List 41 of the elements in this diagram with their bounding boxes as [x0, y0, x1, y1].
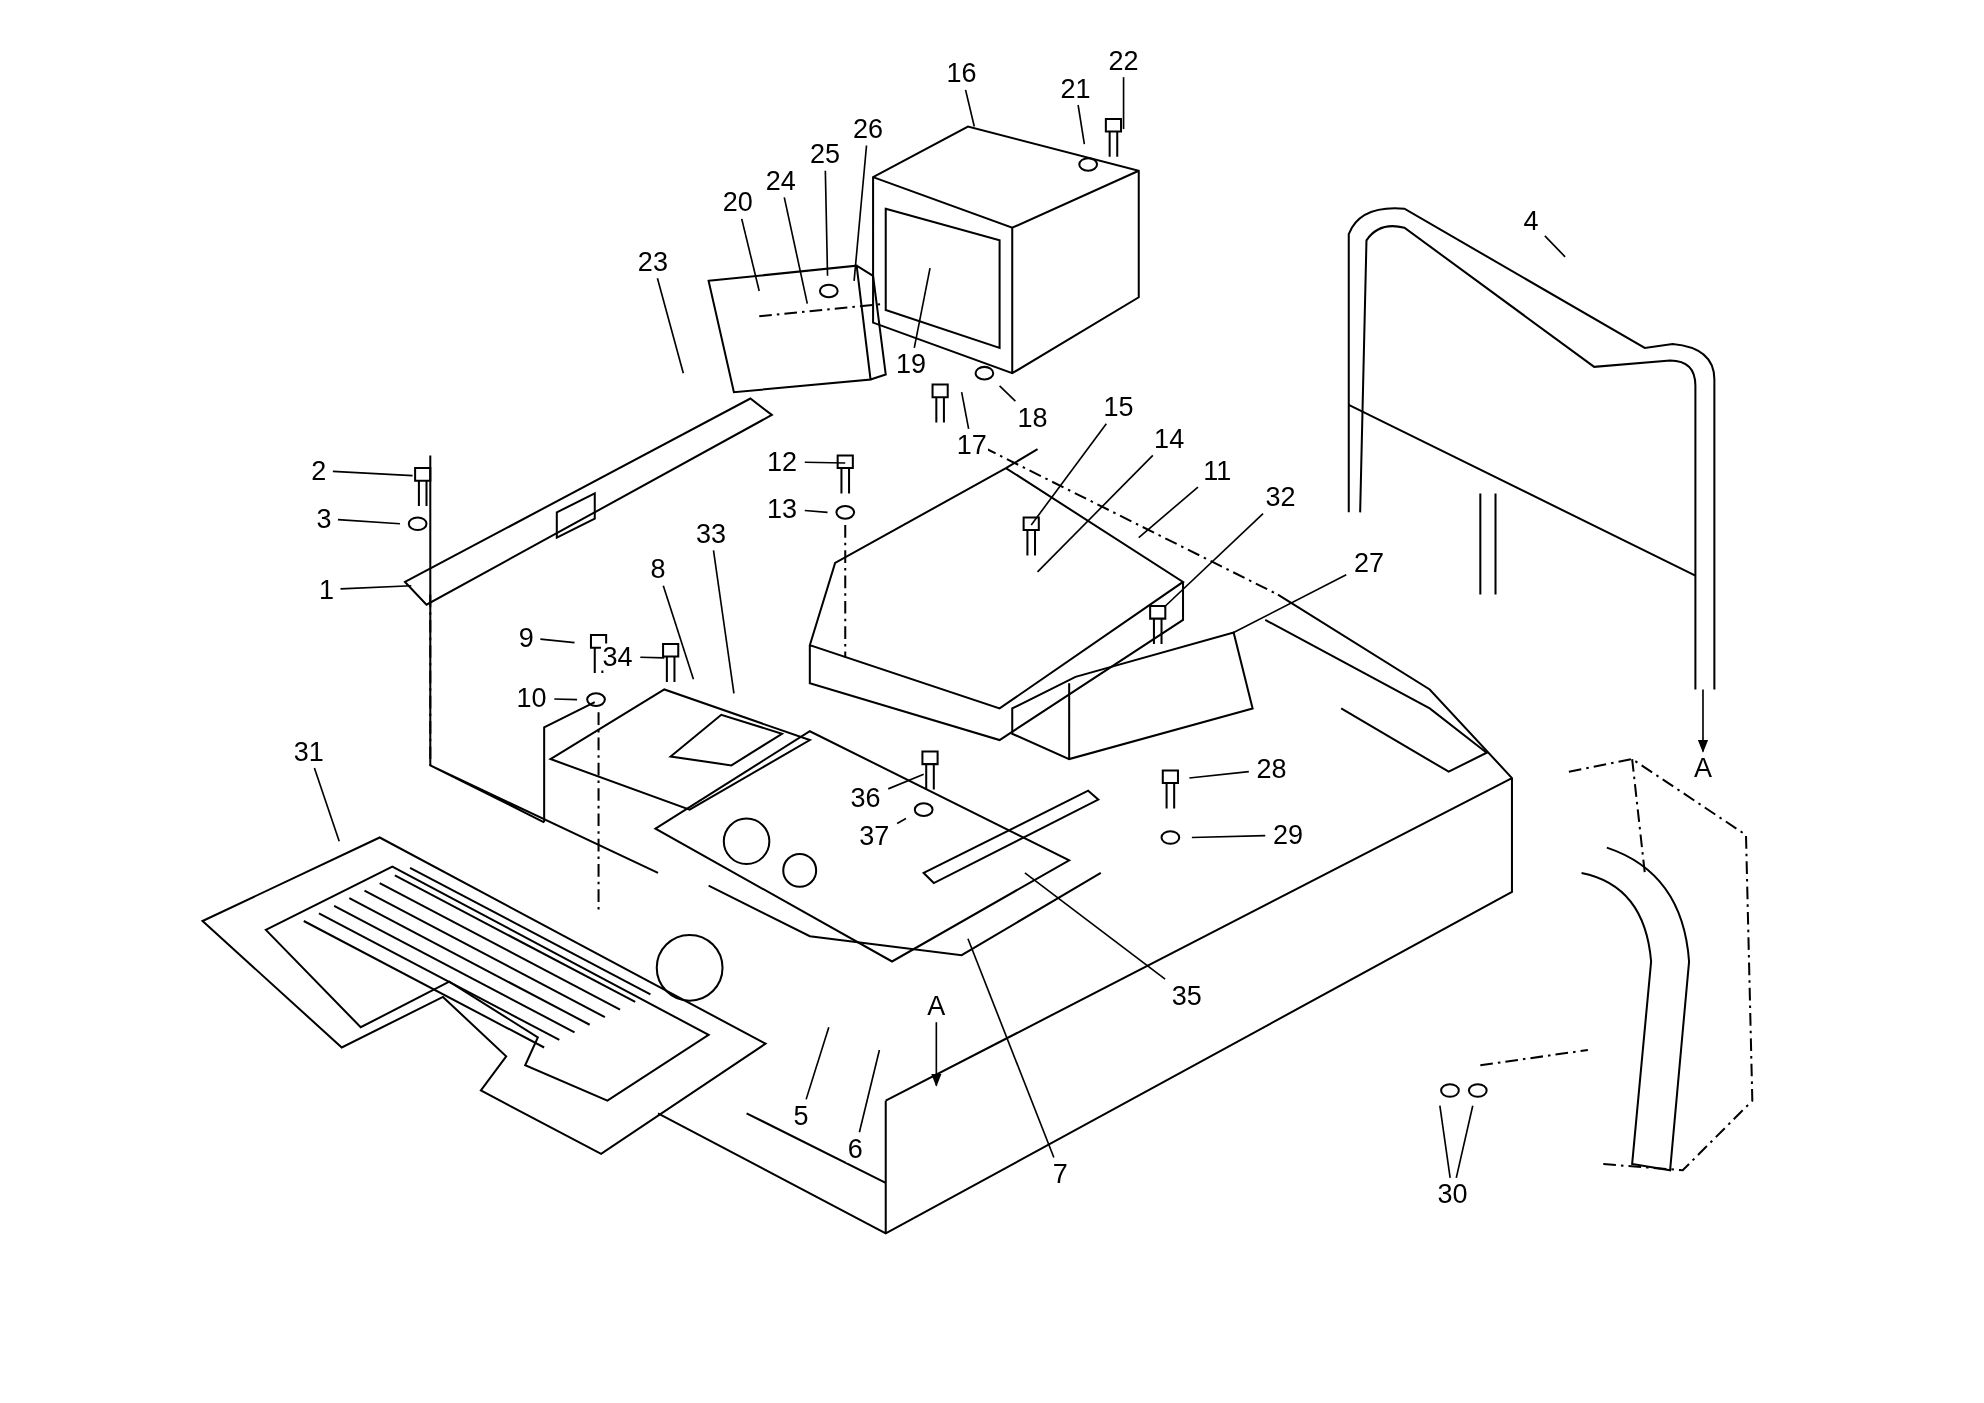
leader-line — [805, 1026, 830, 1101]
leader-line — [337, 518, 401, 525]
leader-line — [639, 656, 666, 659]
leader-line — [896, 817, 907, 825]
leader-line — [1439, 1104, 1451, 1179]
leader-line — [1137, 486, 1199, 539]
leader-line — [740, 218, 761, 292]
leader-line — [853, 144, 868, 282]
leader-line — [1232, 573, 1348, 634]
leader-line — [1455, 1104, 1474, 1179]
leader-line — [539, 638, 576, 644]
leader-line — [1191, 834, 1267, 839]
leader-line — [1077, 104, 1086, 146]
leader-line — [656, 277, 685, 375]
leader-line — [1188, 770, 1250, 779]
leader-line — [712, 549, 735, 695]
leader-line — [783, 196, 809, 305]
arrow — [1697, 688, 1709, 753]
leader-line — [887, 773, 925, 790]
leader-line — [858, 1049, 881, 1134]
leader-line — [824, 169, 829, 277]
leader-line — [313, 767, 341, 843]
leader-line — [960, 391, 970, 430]
leader-line — [1030, 423, 1108, 526]
leader-line — [1544, 235, 1566, 258]
leader-line — [1036, 454, 1154, 573]
leader-line — [332, 470, 414, 477]
leader-line — [964, 89, 976, 128]
leader-line — [662, 584, 695, 681]
leader-line — [1163, 512, 1264, 609]
leader-line — [553, 698, 578, 701]
leader-line — [339, 584, 413, 590]
arrow — [931, 1021, 942, 1087]
leader-line — [803, 461, 847, 464]
leader-line — [967, 937, 1055, 1159]
leader-line — [913, 267, 931, 349]
leader-line — [998, 385, 1017, 402]
leader-line — [1024, 872, 1166, 980]
leader-line — [1122, 76, 1125, 130]
callout-number: 34 — [601, 643, 634, 671]
leader-line — [803, 509, 829, 514]
